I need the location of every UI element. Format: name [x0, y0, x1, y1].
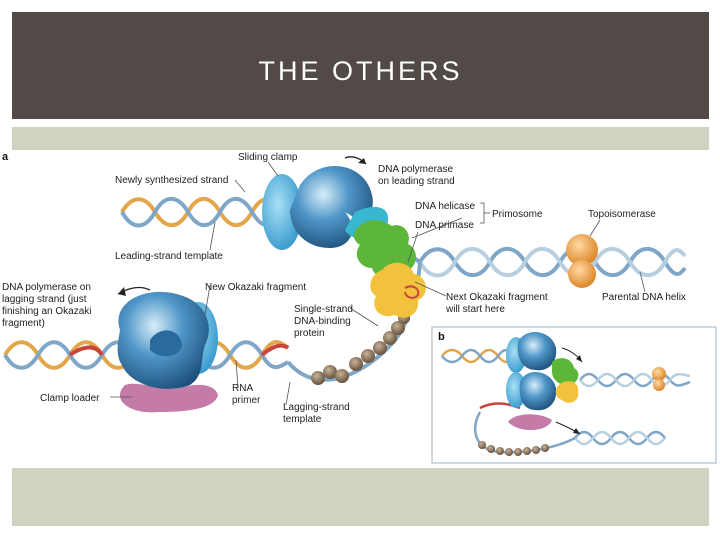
leading-strand-helix: [120, 196, 280, 228]
label-pol-lagging-3: finishing an Okazaki: [2, 306, 92, 317]
panel-b-label: b: [438, 331, 445, 343]
inset-panel-b: b: [431, 326, 717, 464]
label-leading-strand-template: Leading-strand template: [115, 251, 223, 262]
label-lagging-template-1: Lagging-strand: [283, 402, 350, 413]
label-next-okazaki-1: Next Okazaki fragment: [446, 292, 548, 303]
lagging-polymerase: [117, 291, 218, 413]
label-parental-dna-helix: Parental DNA helix: [602, 292, 686, 303]
label-ssb-1: Single-strand: [294, 304, 353, 315]
label-pol-leading-1: DNA polymerase: [378, 164, 453, 175]
label-dna-helicase: DNA helicase: [415, 201, 475, 212]
parental-dna-helix: [418, 246, 687, 278]
dna-primase-shape: [370, 262, 426, 318]
label-topoisomerase: Topoisomerase: [588, 209, 656, 220]
label-new-okazaki-fragment: New Okazaki fragment: [205, 282, 306, 293]
label-lagging-template-2: template: [283, 414, 322, 425]
topoisomerase-shape: [566, 234, 598, 288]
label-pol-lagging-4: fragment): [2, 318, 45, 329]
label-clamp-loader: Clamp loader: [40, 393, 100, 404]
label-rna-primer-2: primer: [232, 395, 261, 406]
label-pol-leading-2: on leading strand: [378, 176, 455, 187]
slide-title: THE OTHERS: [258, 56, 463, 86]
dna-replication-figure: a: [0, 150, 720, 468]
label-sliding-clamp: Sliding clamp: [238, 152, 298, 163]
title-bar: THE OTHERS: [12, 12, 709, 119]
accent-band-top: [12, 127, 709, 150]
sliding-clamp-shape: [262, 174, 302, 250]
ssb-proteins: [311, 312, 410, 385]
label-ssb-2: DNA-binding: [294, 316, 351, 327]
label-pol-lagging-1: DNA polymerase on: [2, 282, 91, 293]
label-next-okazaki-2: will start here: [445, 304, 505, 315]
accent-band-bottom: [12, 468, 709, 526]
label-pol-lagging-2: lagging strand (just: [2, 294, 87, 305]
primosome: [353, 220, 426, 318]
replication-fork-diagram: a: [2, 151, 717, 464]
label-ssb-3: protein: [294, 328, 325, 339]
label-dna-primase: DNA primase: [415, 220, 474, 231]
label-newly-synthesized-strand: Newly synthesized strand: [115, 175, 228, 186]
label-primosome: Primosome: [492, 209, 543, 220]
leader-lines: [110, 161, 646, 406]
label-rna-primer-1: RNA: [232, 383, 253, 394]
panel-a-label: a: [2, 151, 9, 163]
clamp-loader-shape: [119, 383, 218, 413]
